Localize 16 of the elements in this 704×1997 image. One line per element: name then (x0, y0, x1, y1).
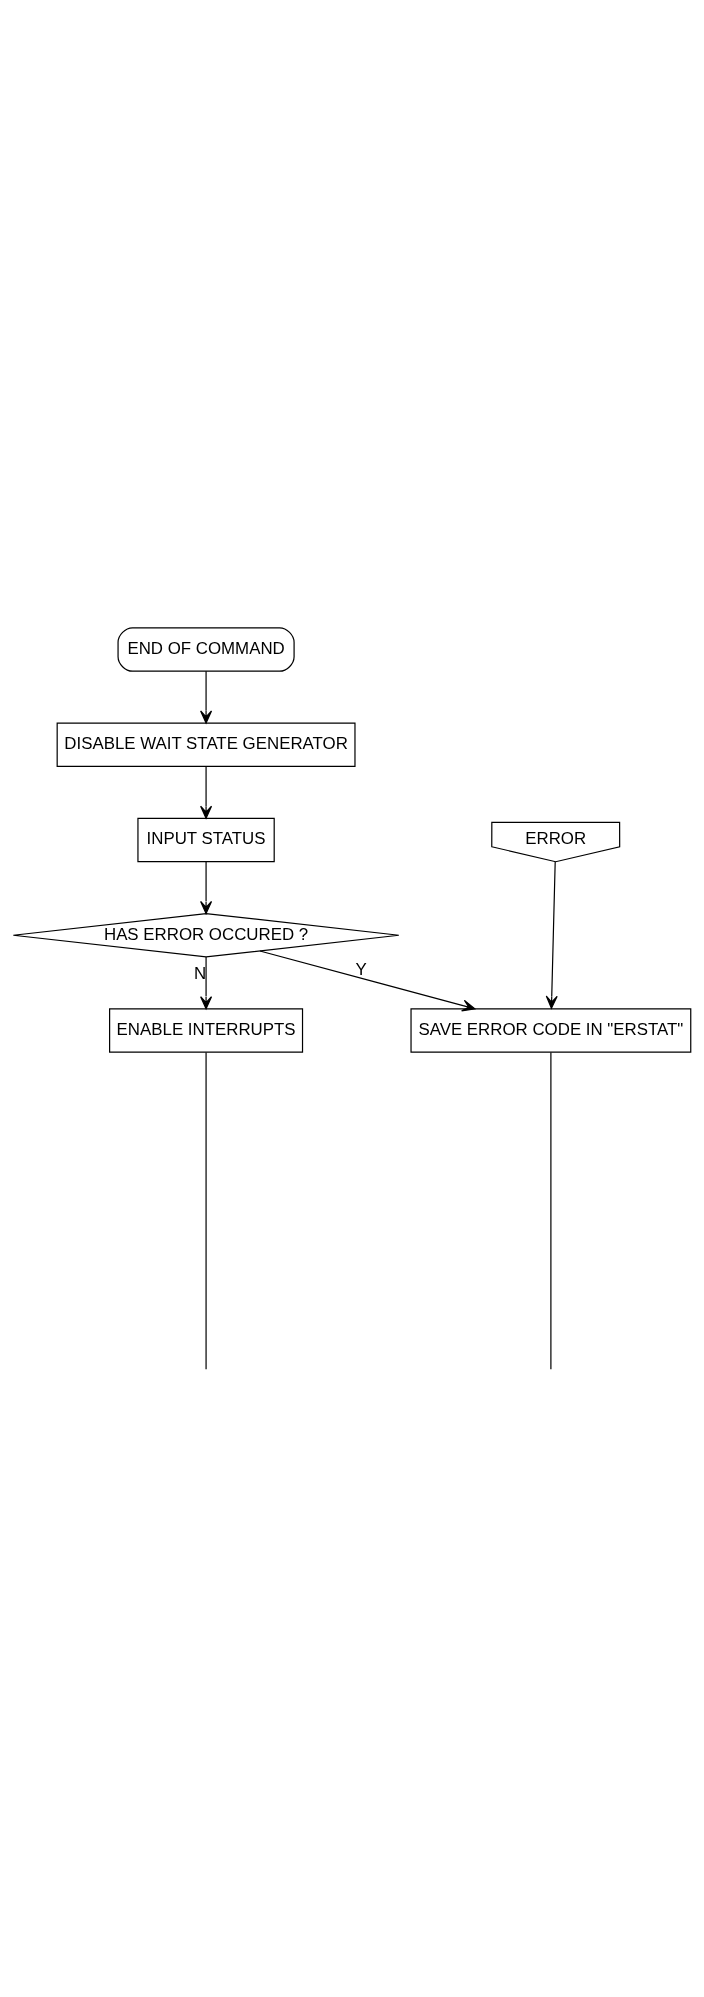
node-box: INPUT STATUS (137, 817, 275, 862)
node-diamond: HAS ERROR OCCURED ? (12, 912, 400, 958)
connector (205, 1051, 207, 1370)
edge-label: N (193, 963, 207, 983)
connector (550, 1051, 552, 1370)
node-box: DISABLE WAIT STATE GENERATOR (56, 721, 356, 767)
node-box: END OF COMMAND (117, 626, 295, 672)
edge-label: Y (355, 959, 367, 979)
arrow (545, 860, 558, 1009)
arrow (259, 949, 476, 1011)
node-box: ENABLE INTERRUPTS (109, 1007, 304, 1053)
node-box: SAVE ERROR CODE IN "ERSTAT" (410, 1007, 692, 1053)
arrow (200, 765, 213, 819)
arrow (200, 670, 213, 724)
arrow (200, 955, 213, 1009)
arrow (200, 860, 213, 914)
